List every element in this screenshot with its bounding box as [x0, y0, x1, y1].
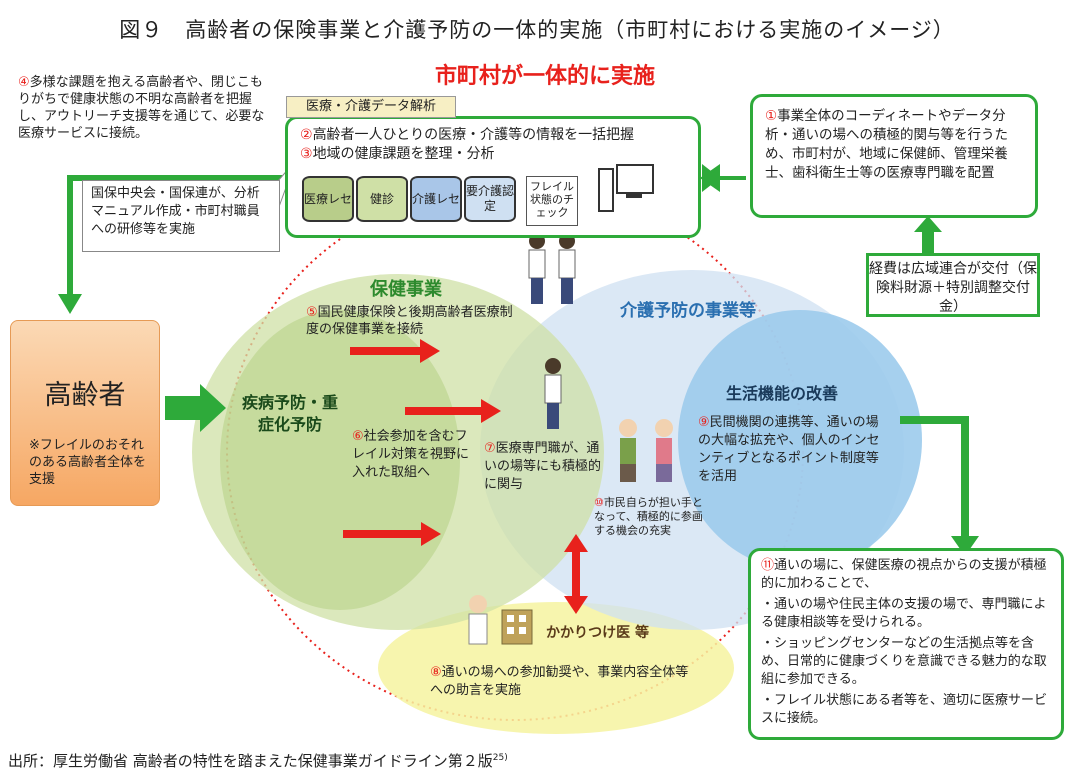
hoken-label: 保健事業 — [370, 279, 442, 300]
note-5: ⑤国民健康保険と後期高齢者医療制度の保健事業を接続 — [306, 305, 513, 337]
note-9: ⑨民間機関の連携等、通いの場の大幅な拡充や、個人のインセンティブとなるポイント制… — [698, 415, 880, 484]
db-kenshin: 健診 — [356, 176, 408, 222]
elder-note: ※フレイルのおそれのある高齢者全体を支援 — [29, 438, 147, 487]
note-11-bullet-2: ・ショッピングセンターなどの生活拠点等を含め、日常的に健康づくりを意識できる魅力… — [761, 636, 1047, 687]
walking-elders-icon — [619, 419, 673, 482]
staff-figures-icon — [528, 233, 576, 429]
note-8: ⑧通いの場への参加勧奨や、事業内容全体等への助言を実施 — [430, 665, 689, 698]
green-arrows — [58, 164, 979, 556]
source-note: 出所：厚生労働省 高齢者の特性を踏まえた保健事業ガイドライン第２版25) — [8, 752, 508, 770]
doctor-clinic-icon — [468, 595, 533, 645]
shippei-label: 疾病予防・重症化予防 — [241, 393, 338, 434]
note-10: ⑩市民自らが担い手となって、積極的に参画する機会の充実 — [594, 496, 703, 537]
elder-title: 高齢者 — [44, 380, 126, 411]
data-analysis-tab: 医療・介護データ解析 — [286, 96, 456, 118]
note-6: ⑥社会参加を含むフレイル対策を視野に入れた取組へ — [352, 429, 470, 480]
db-kaigo-rese: 介護レセ — [410, 176, 462, 222]
kakaritsuke-area — [378, 602, 734, 734]
data-analysis-text: ②高齢者一人ひとりの医療・介護等の情報を一括把握 ③地域の健康課題を整理・分析 — [300, 127, 635, 162]
db-iryo-rese: 医療レセ — [302, 176, 354, 222]
note-4: ④多様な課題を抱える高齢者や、閉じこもりがちで健康状態の不明な高齢者を把握し、ア… — [18, 75, 265, 141]
subtitle: 市町村が一体的に実施 — [434, 64, 655, 89]
note-11-box: ⑪通いの場に、保健医療の視点からの支援が積極的に加わることで、 ・通いの場や住民… — [748, 548, 1064, 740]
frail-check-sheet: フレイル状態のチェック — [526, 176, 578, 226]
db-yokaigo: 要介護認定 — [464, 176, 516, 222]
red-arrows — [343, 339, 588, 614]
kaigo-label: 介護予防の事業等 — [620, 301, 756, 321]
note-11-bullet-1: ・通いの場や住民主体の支援の場で、専門職による健康相談等を受けられる。 — [761, 597, 1047, 630]
note-11-bullet-3: ・フレイル状態にある者等を、適切に医療サービスに接続。 — [761, 693, 1048, 726]
note-7: ⑦医療専門職が、通いの場等にも積極的に関与 — [484, 441, 602, 492]
page-title: 図９ 高齢者の保険事業と介護予防の一体的実施（市町村における実施のイメージ） — [119, 18, 955, 42]
seikatsu-label: 生活機能の改善 — [726, 384, 839, 403]
kokuho-box: 国保中央会・国保連が、分析マニュアル作成・市町村職員への研修等を実施 — [82, 180, 280, 252]
kakaritsuke-label: かかりつけ医 等 — [546, 625, 650, 641]
computer-icon — [598, 164, 654, 212]
funding-box: 経費は広域連合が交付（保険料財源＋特別調整交付金） — [866, 253, 1040, 317]
note-1-box: ①事業全体のコーディネートやデータ分析・通いの場への積極的関与等を行うため、市町… — [750, 94, 1038, 218]
seikatsu-area — [678, 310, 922, 570]
elder-box: 高齢者 ※フレイルのおそれのある高齢者全体を支援 — [10, 320, 160, 506]
